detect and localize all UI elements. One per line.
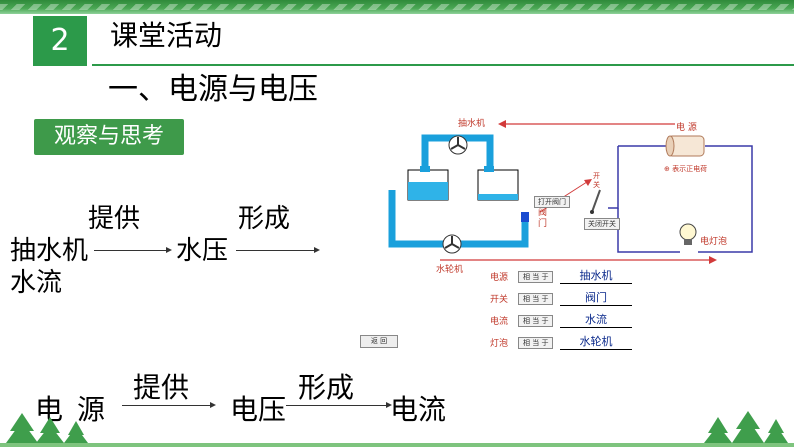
flow2-verb2: 形成 (298, 371, 355, 404)
mapping-value: 水轮机 (560, 334, 632, 350)
flow1-arrow1 (94, 247, 172, 253)
equivalent-button[interactable]: 相 当 于 (518, 315, 554, 327)
diagram-drawing (388, 120, 753, 264)
flow1-verb2: 形成 (238, 204, 291, 234)
mapping-key: 电源 (490, 273, 509, 283)
equivalent-button[interactable]: 相 当 于 (518, 271, 554, 283)
bulb-label: 电灯泡 (700, 237, 728, 247)
mapping-row: 开关相 当 于阀门 (490, 290, 640, 306)
section-number: 2 (33, 16, 87, 66)
flow1-arrow2 (236, 247, 320, 253)
page-title: 课堂活动 (110, 19, 223, 52)
close-switch-button[interactable]: 关闭开关 (584, 218, 620, 230)
flow1-verb1: 提供 (88, 204, 141, 234)
banner-stripe (0, 4, 794, 10)
top-banner (0, 0, 794, 14)
open-valve-button[interactable]: 打开阀门 (534, 196, 570, 208)
observe-think-tag: 观察与思考 (34, 119, 184, 155)
flow2-end: 电流 (390, 393, 447, 426)
equivalent-button[interactable]: 相 当 于 (518, 293, 554, 305)
flow2-verb1: 提供 (133, 371, 190, 404)
positive-charge-note: ⊕ 表示正电荷 (664, 165, 708, 173)
equivalent-button[interactable]: 相 当 于 (518, 337, 554, 349)
power-label: 电 源 (676, 123, 697, 133)
mapping-row: 电源相 当 于抽水机 (490, 268, 640, 284)
turbine-label: 水轮机 (436, 265, 464, 275)
tree-decoration (0, 411, 794, 447)
back-button[interactable]: 返 回 (360, 335, 398, 348)
mapping-key: 电流 (490, 317, 509, 327)
mapping-value: 抽水机 (560, 268, 632, 284)
flow1-start: 抽水机 (10, 236, 89, 266)
flow2-middle: 电压 (230, 393, 287, 426)
switch-label: 开关 (593, 172, 600, 189)
mapping-row: 电流相 当 于水流 (490, 312, 640, 328)
pump-label: 抽水机 (458, 119, 486, 129)
mapping-key: 灯泡 (490, 339, 509, 349)
section-subtitle: 一、电源与电压 (108, 72, 318, 107)
flow2-arrow1 (122, 402, 216, 408)
mapping-value: 阀门 (560, 290, 632, 306)
mapping-value: 水流 (560, 312, 632, 328)
water-circuit-diagram: 抽水机 水轮机 阀门 打开阀门 电 源 ⊕ 表示正电荷 开关 关闭开关 电灯泡 (380, 112, 780, 282)
flow1-end: 水流 (10, 268, 63, 298)
title-underline (92, 16, 794, 66)
mapping-row: 灯泡相 当 于水轮机 (490, 334, 640, 350)
flow2-arrow2 (286, 402, 392, 408)
flow1-middle: 水压 (176, 236, 229, 266)
valve-label: 阀门 (538, 208, 548, 229)
mapping-key: 开关 (490, 295, 509, 305)
flow2-start: 电源 (35, 393, 120, 426)
